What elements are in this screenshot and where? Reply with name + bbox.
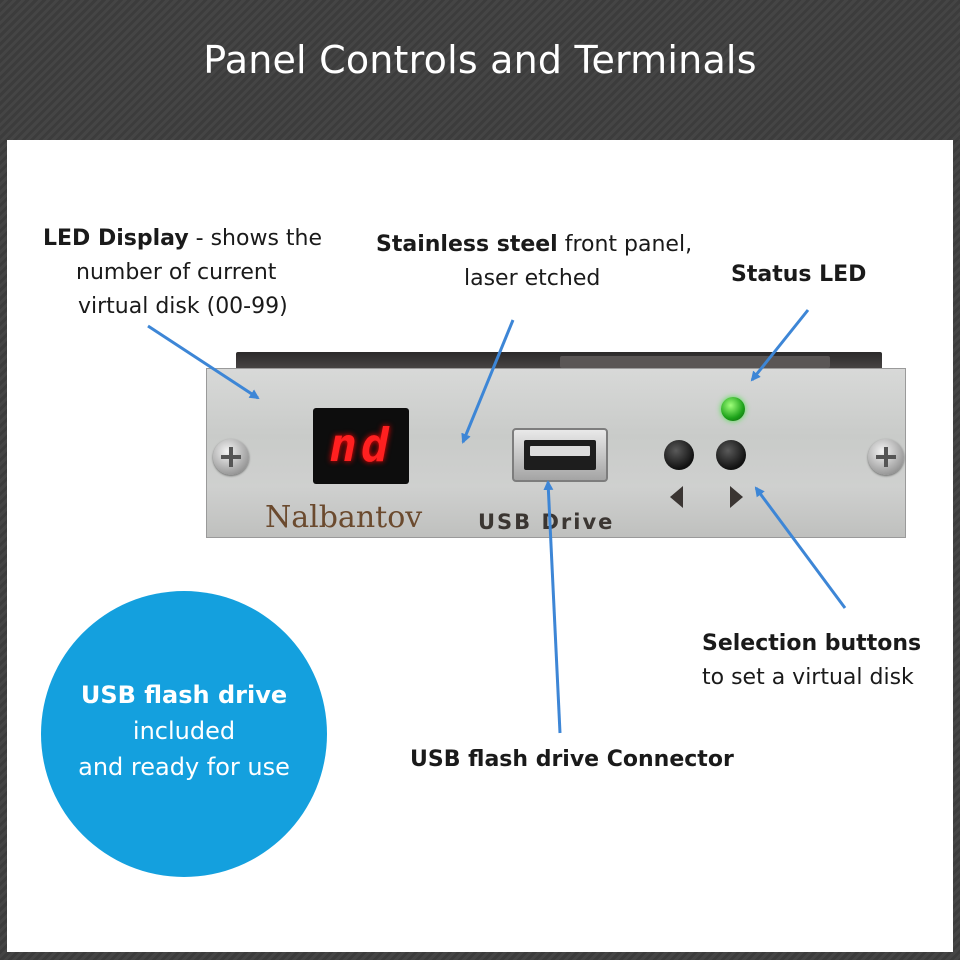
screw-icon (213, 439, 249, 475)
usb-drive-label: USB Drive (478, 510, 615, 534)
callout-panel: Stainless steel front panel, laser etche… (376, 228, 706, 296)
callout-status-led: Status LED (731, 258, 866, 292)
usb-port-tongue (530, 446, 590, 456)
page-title: Panel Controls and Terminals (203, 38, 757, 82)
callout-selection: Selection buttons to set a virtual disk (702, 627, 942, 695)
callout-led-display-line3: virtual disk (00-99) (78, 294, 288, 319)
usb-port[interactable] (512, 428, 608, 482)
included-badge: USB flash drive included and ready for u… (41, 591, 327, 877)
status-led (721, 397, 745, 421)
right-arrow-icon (730, 486, 743, 508)
included-badge-line3: and ready for use (78, 753, 290, 781)
drive-slot (560, 356, 830, 368)
callout-selection-line2: to set a virtual disk (702, 665, 914, 690)
led-display: nd (313, 408, 409, 484)
callout-led-display-line2: number of current (76, 260, 277, 285)
callout-led-display: LED Display - shows the number of curren… (43, 222, 343, 324)
left-arrow-icon (670, 486, 683, 508)
select-previous-button[interactable] (664, 440, 694, 470)
screw-icon (868, 439, 904, 475)
included-badge-text: USB flash drive included and ready for u… (41, 677, 327, 785)
callout-led-display-line1: - shows the (188, 226, 323, 251)
led-digits: nd (329, 418, 393, 472)
callout-selection-title: Selection buttons (702, 631, 922, 656)
callout-connector-title: USB flash drive Connector (410, 747, 734, 772)
callout-led-display-title: LED Display (43, 226, 189, 251)
included-badge-line2: included (132, 717, 236, 745)
select-next-button[interactable] (716, 440, 746, 470)
included-badge-line1: USB flash drive (80, 681, 288, 709)
brand-logo: Nalbantov (265, 500, 423, 535)
callout-status-led-title: Status LED (731, 262, 867, 287)
callout-connector: USB flash drive Connector (410, 743, 734, 777)
callout-panel-line2: laser etched (464, 266, 601, 291)
callout-panel-title: Stainless steel (376, 232, 558, 257)
callout-panel-line1: front panel, (557, 232, 693, 257)
